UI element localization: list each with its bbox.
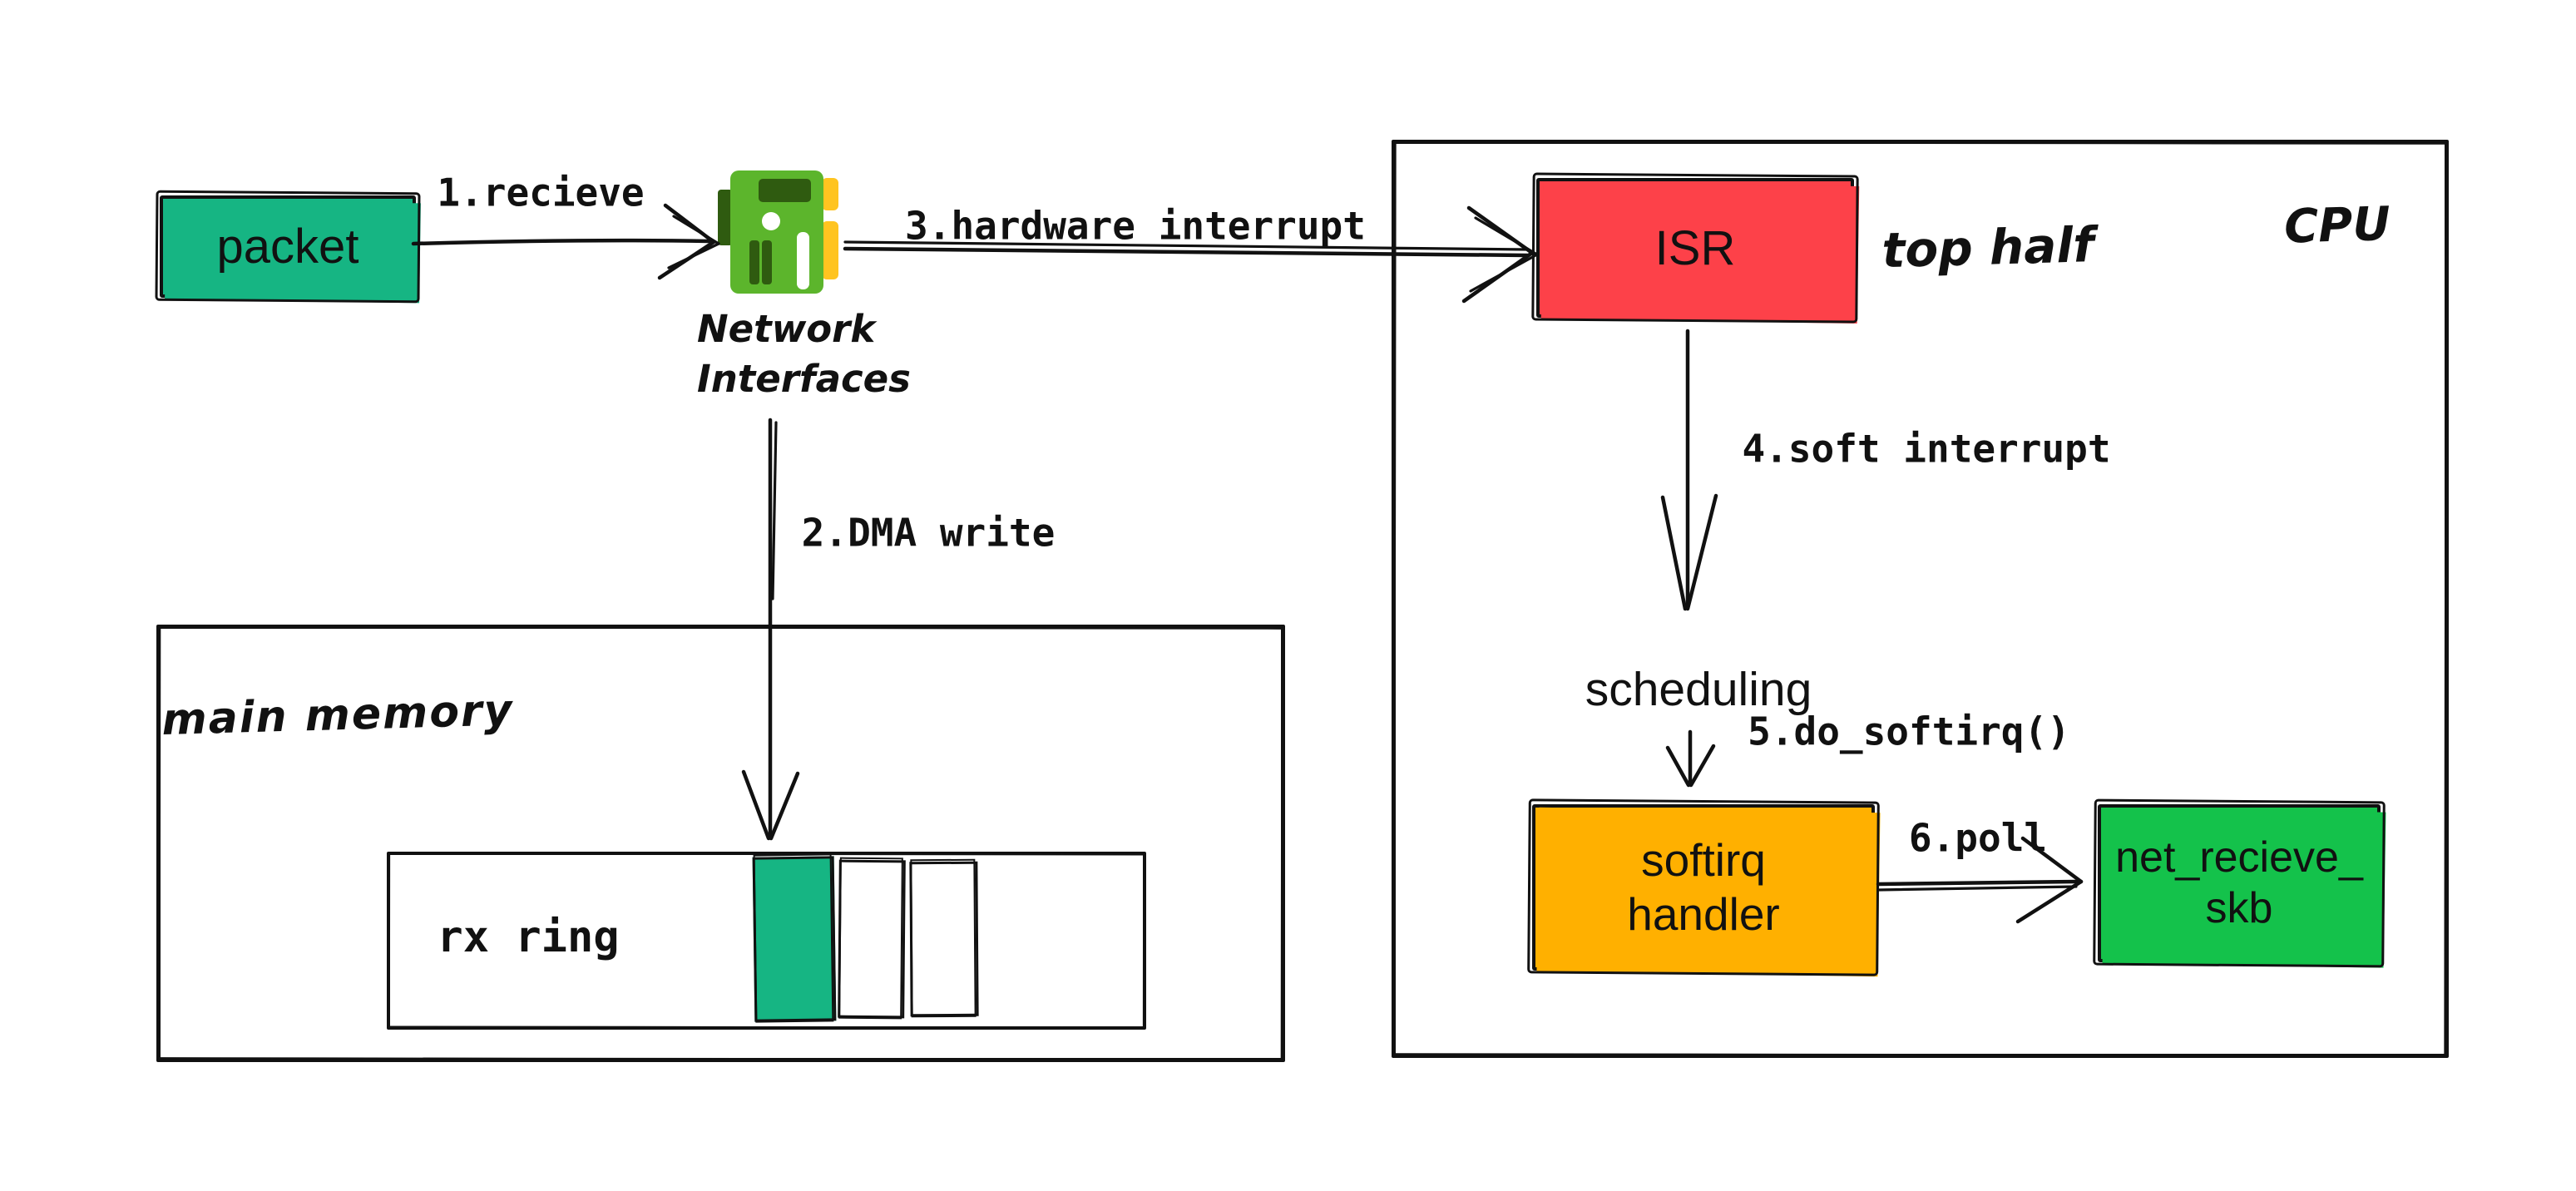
- rx-ring-slot-empty: [909, 861, 979, 1017]
- edge-label-1-recieve: 1.recieve: [437, 170, 645, 215]
- main-memory-label: main memory: [161, 685, 515, 745]
- net-recieve-skb-node: net_recieve_ skb: [2098, 804, 2381, 962]
- arrow-1-recieve: [411, 203, 720, 280]
- rx-ring-slot-filled: [752, 856, 837, 1022]
- network-interfaces-icon-label: Network Interfaces: [697, 304, 911, 404]
- main-memory-container: [156, 625, 1285, 1062]
- cpu-container-label: CPU: [2283, 197, 2391, 255]
- top-half-annotation: top half: [1881, 216, 2095, 279]
- packet-node: packet: [160, 195, 416, 298]
- softirq-handler-label-line1: softirq: [1641, 834, 1766, 887]
- edge-label-6-poll: 6.poll: [1908, 815, 2048, 861]
- net-recieve-skb-label-line1: net_recieve_: [2115, 833, 2363, 882]
- network-interface-card-icon: [718, 170, 838, 294]
- rx-ring-label: rx ring: [437, 912, 620, 963]
- scheduling-label: scheduling: [1585, 663, 1812, 717]
- net-recieve-skb-label-line2: skb: [2205, 884, 2273, 932]
- edge-label-4-soft-interrupt: 4.soft interrupt: [1742, 426, 2111, 472]
- softirq-handler-label-line2: handler: [1627, 888, 1780, 940]
- rx-ring-box: [387, 852, 1146, 1030]
- rx-ring-slot-empty: [838, 859, 906, 1019]
- packet-label: packet: [216, 220, 359, 274]
- network-interfaces-label-line2: Interfaces: [697, 357, 911, 401]
- isr-label: ISR: [1654, 220, 1736, 275]
- edge-label-3-hardware-interrupt: 3.hardware interrupt: [905, 203, 1366, 249]
- edge-label-2-dma-write: 2.DMA write: [801, 510, 1056, 556]
- softirq-handler-node: softirq handler: [1532, 804, 1875, 971]
- edge-label-5-do-softirq: 5.do_softirq(): [1748, 709, 2070, 754]
- cpu-container: [1392, 140, 2449, 1058]
- isr-node: ISR: [1536, 178, 1854, 318]
- network-interfaces-label-line1: Network: [697, 307, 876, 351]
